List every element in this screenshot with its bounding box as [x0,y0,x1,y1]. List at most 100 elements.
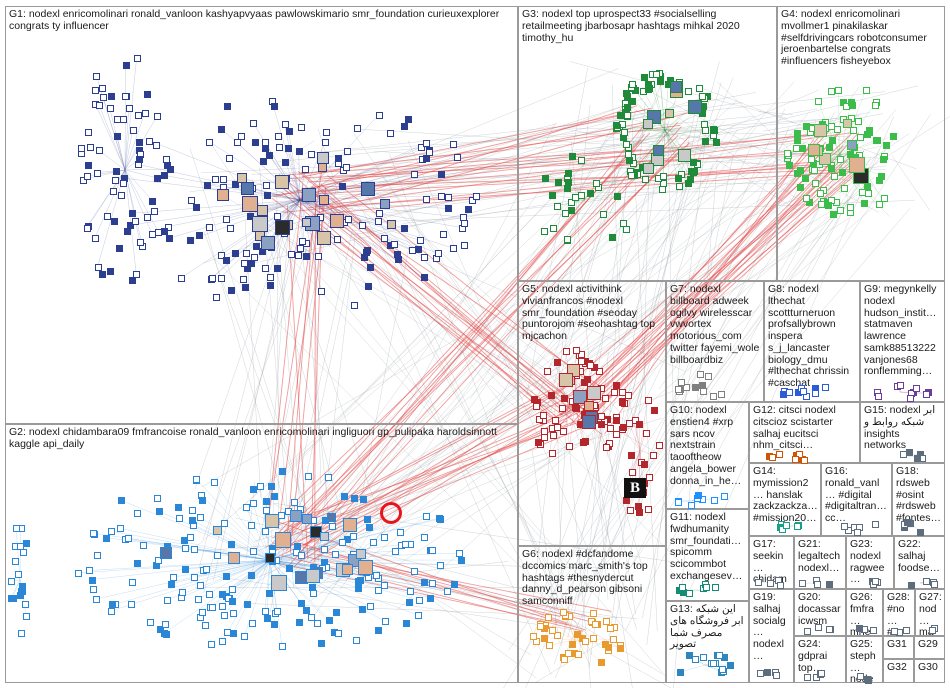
node-g5 [566,443,573,450]
node-g5 [619,399,626,406]
node-g2 [437,516,444,523]
node-g2 [168,581,175,588]
group-g29-label: G29 [918,639,942,651]
node-g6 [605,644,612,651]
node-g1 [367,264,374,271]
node-g6 [610,636,617,643]
node-g2 [117,525,124,532]
node-g3 [699,93,706,100]
node-g1 [163,156,170,163]
node-g3 [542,175,549,182]
node-g24 [804,674,811,681]
node-g2 [415,612,422,619]
node-g2 [244,601,251,608]
group-g22-label: G22: salhaj foodse… [898,539,942,574]
node-g1 [124,228,131,235]
group-g14-label: G14: mymission2… hanslak zackzackza… #mi… [753,466,818,525]
group-g31-label: G31 [887,639,911,651]
node-g5 [587,362,594,369]
node-g1 [154,113,161,120]
node-g2 [382,618,389,625]
node-g2 [262,608,269,615]
node-g3 [685,180,692,187]
node-g1 [187,237,194,244]
node-g1 [438,171,445,178]
node-g2 [333,609,340,616]
node-g1 [282,121,289,128]
node-g2 [367,603,374,610]
node-g2 [296,619,303,626]
node-g2 [197,582,204,589]
node-g1 [223,257,230,264]
avatar-node-g1 [252,216,268,232]
node-g2 [12,558,19,565]
node-g1 [107,105,114,112]
node-g1 [151,208,158,215]
node-g5 [552,417,559,424]
node-g12 [792,456,799,463]
node-g1 [339,183,346,190]
group-g8: G8: nodexl lthechat scottturneruon profs… [764,281,860,402]
node-g1 [206,139,213,146]
node-g1 [112,177,119,184]
node-g1 [84,225,91,232]
node-g6 [569,641,576,648]
node-g5 [598,413,605,420]
node-g7 [675,386,682,393]
node-g1 [132,218,139,225]
node-g1 [473,193,480,200]
node-g9 [923,391,930,398]
node-g2 [359,606,366,613]
node-g6 [617,645,624,652]
group-g4: G4: nodexl enricomolinari mvollmer1 pina… [777,6,945,281]
group-g32: G32 [883,659,914,683]
node-g2 [402,541,409,548]
node-g5 [636,421,643,428]
node-g4 [830,211,837,218]
node-g2 [189,507,196,514]
node-g13 [677,669,684,676]
avatar-node-g4 [808,144,820,156]
node-g2 [128,601,135,608]
node-g2 [230,610,237,617]
node-g3 [565,170,572,177]
node-g1 [212,176,219,183]
avatar-node-g2 [271,575,287,591]
node-g4 [808,156,815,163]
node-g1 [250,120,257,127]
node-g3 [593,180,600,187]
node-g1 [264,192,271,199]
node-g4 [794,137,801,144]
node-g1 [296,148,303,155]
avatar-node-g2 [356,549,366,559]
node-g1 [252,139,259,146]
node-g8 [800,388,807,395]
group-g32-label: G32 [887,662,911,674]
node-g1 [421,254,428,261]
node-g4 [890,133,897,140]
avatar-node-g1 [241,182,254,195]
node-g3 [569,153,576,160]
avatar-node-g2 [160,547,172,559]
node-g1 [92,235,99,242]
node-g1 [224,103,231,110]
avatar-node-g1 [387,220,396,229]
node-g6 [549,627,556,634]
node-g2 [351,495,358,502]
node-g2 [224,629,231,636]
node-g2 [326,617,333,624]
node-g6 [582,638,589,645]
node-g4 [817,190,824,197]
node-g23 [872,578,879,585]
group-g3-label: G3: nodexl top uprospect33 #socialsellin… [522,9,774,44]
node-g2 [335,630,342,637]
node-g1 [260,158,267,165]
node-g1 [95,264,102,271]
node-g2 [175,504,182,511]
node-g1 [426,149,433,156]
node-g2 [355,585,362,592]
node-g1 [274,265,281,272]
node-g1 [395,256,402,263]
node-g1 [387,130,394,137]
node-g1 [322,139,329,146]
